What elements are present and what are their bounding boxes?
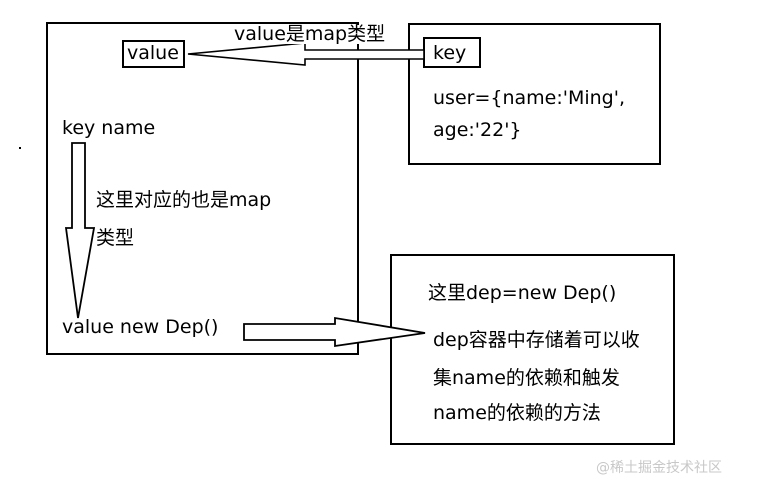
right-top-box [408,23,661,165]
user-line1: user={name:'Ming', [433,87,625,109]
dep-desc-line3: name的依赖的方法 [433,402,601,424]
left-box [46,22,359,355]
value-dep-label: value new Dep() [62,316,219,338]
down-arrow [64,142,96,319]
dep-desc-line2: 集name的依赖和触发 [433,367,620,389]
value-tag-label: value [127,42,179,64]
key-name-label: key name [62,117,156,139]
user-line2: age:'22'} [433,119,522,141]
key-to-value-arrow [187,42,425,66]
top-label: value是map类型 [234,23,386,45]
key-tag-label: key [433,42,467,64]
map-note-line2: 类型 [96,227,135,249]
map-note-line1: 这里对应的也是map [96,189,272,211]
value-tag-box [122,40,185,68]
dep-arrow [243,316,426,348]
dep-desc-line1: dep容器中存储着可以收 [433,329,640,351]
right-bottom-box [390,254,675,445]
dep-title: 这里dep=new Dep() [428,282,617,304]
watermark: @稀土掘金技术社区 [596,460,722,476]
